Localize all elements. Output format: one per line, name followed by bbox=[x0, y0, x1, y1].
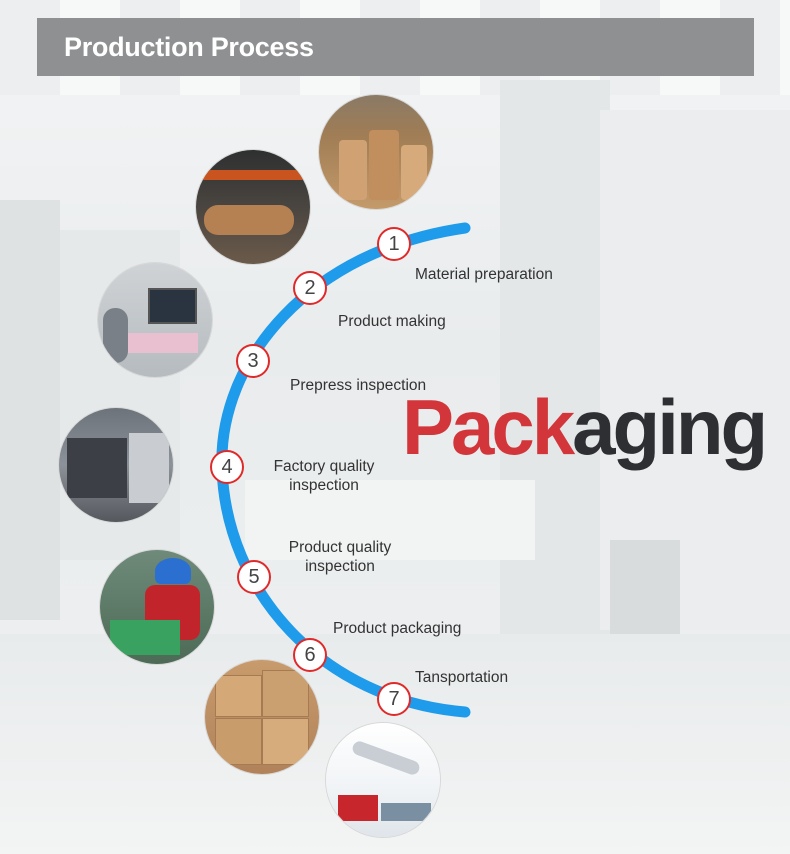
step-2-label: Product making bbox=[338, 313, 446, 330]
section-header: Production Process bbox=[37, 18, 754, 76]
airplane-truck-ship-photo bbox=[326, 723, 440, 837]
step-5-label: Product quality inspection bbox=[281, 538, 399, 576]
brand-part-dark: aging bbox=[572, 383, 768, 471]
packaging-brand-text: Packaging bbox=[402, 388, 768, 466]
paper-roll-machine-photo bbox=[196, 150, 310, 264]
worker-packing-photo bbox=[100, 550, 214, 664]
kraft-paper-rolls-photo bbox=[319, 95, 433, 209]
step-4-label-line2: inspection bbox=[289, 477, 359, 494]
step-4-label-line1: Factory quality bbox=[273, 458, 375, 475]
brand-part-red: Pack bbox=[402, 383, 575, 471]
step-7-number: 7 bbox=[377, 682, 411, 716]
printing-press-photo bbox=[59, 408, 173, 522]
step-5-number: 5 bbox=[237, 560, 271, 594]
printing-operator-photo bbox=[98, 263, 212, 377]
step-4-number: 4 bbox=[210, 450, 244, 484]
step-6-label: Product packaging bbox=[333, 620, 462, 637]
step-5-label-line2: inspection bbox=[305, 558, 375, 575]
step-1-number: 1 bbox=[377, 227, 411, 261]
step-3-number: 3 bbox=[236, 344, 270, 378]
step-4-label: Factory quality inspection bbox=[265, 457, 383, 495]
step-2-number: 2 bbox=[293, 271, 327, 305]
step-5-label-line1: Product quality bbox=[288, 539, 392, 556]
step-6-number: 6 bbox=[293, 638, 327, 672]
page-title: Production Process bbox=[64, 31, 314, 62]
step-3-label: Prepress inspection bbox=[290, 377, 427, 394]
step-1-label: Material preparation bbox=[415, 266, 553, 283]
stacked-cartons-photo bbox=[205, 660, 319, 774]
step-7-label: Tansportation bbox=[415, 669, 509, 686]
